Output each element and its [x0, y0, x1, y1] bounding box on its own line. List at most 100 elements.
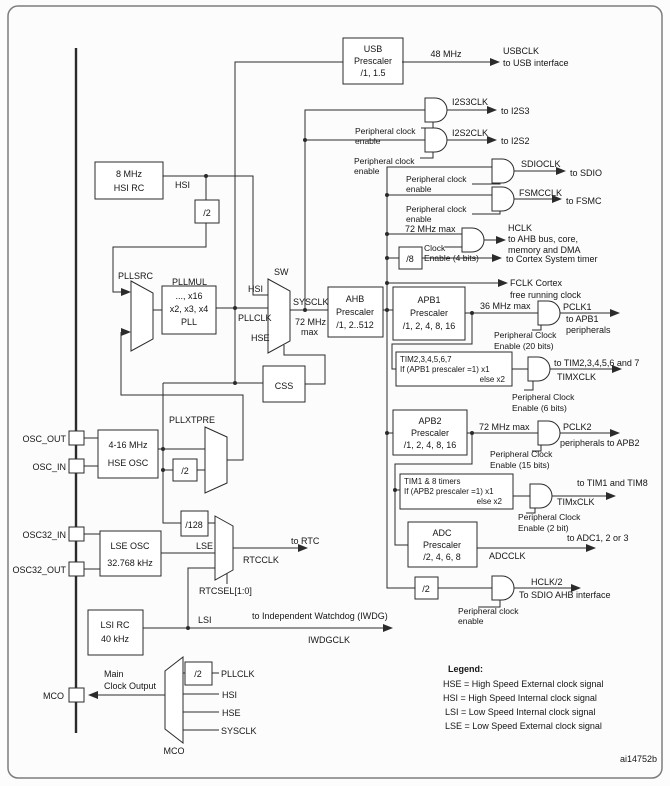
to-rtc-label: to RTC	[291, 536, 320, 546]
to-adc-label: to ADC1, 2 or 3	[567, 533, 629, 543]
legend-lsi: LSI = Low Speed Internal clock signal	[445, 707, 595, 717]
tim27-box-line3: else x2	[480, 375, 506, 384]
clock-enable-label2: Enable (4 bits)	[424, 253, 479, 263]
sdioclk-label: SDIOCLK	[521, 159, 561, 169]
apb1-box-line1: APB1	[417, 295, 440, 305]
adc-prescaler-box	[407, 521, 478, 568]
fclk-label1: FCLK Cortex	[510, 278, 563, 288]
sdio-gate	[491, 158, 515, 184]
rtcsel-mux	[214, 515, 234, 581]
ahb-box-line2: Prescaler	[336, 307, 374, 317]
pll-box-line1: ..., x16	[175, 291, 202, 301]
css-box-label: CSS	[275, 381, 294, 391]
clock-enable-label1: Clock	[424, 243, 446, 253]
to-sdio-label: to SDIO	[570, 168, 602, 178]
pllxtpre-mux	[204, 426, 228, 494]
apb2-box-line3: /1, 2, 4, 8, 16	[404, 440, 457, 450]
to-tim18-label: to TIM1 and TIM8	[577, 478, 648, 488]
lse-box-line1: LSE OSC	[110, 541, 150, 551]
i2s2-enable-label2: enable	[354, 166, 380, 176]
lsi-rc-box	[87, 609, 144, 656]
sdio-enable-label1: Peripheral clock	[406, 174, 467, 184]
sw-hsi-input-label: HSI	[248, 284, 263, 294]
pclk1-dest-label1: to APB1	[566, 314, 599, 324]
div128-box	[180, 510, 209, 537]
tim18-box-line1: TIM1 & 8 timers	[404, 477, 460, 486]
figure-id: ai14752b	[620, 754, 657, 764]
mco-mux-label: MCO	[164, 746, 185, 756]
pclk2-enable-label1: Peripheral Clock	[490, 449, 553, 459]
pllsrc-label: PLLSRC	[118, 271, 154, 281]
timx-apb2-gate	[529, 483, 553, 509]
sdio-div2-label: /2	[422, 584, 430, 594]
iwdgclk-label: IWDGCLK	[308, 635, 350, 645]
i2s3clk-label: I2S3CLK	[452, 97, 488, 107]
pllxtpre-label: PLLXTPRE	[169, 415, 215, 425]
pll-box-line2: x2, x3, x4	[170, 304, 209, 314]
timxclk-apb2-label: TIMxCLK	[557, 497, 595, 507]
mco-desc-label2: Clock Output	[104, 681, 157, 691]
i2s2-enable-label1: Peripheral clock	[354, 156, 415, 166]
usb-box-line3: /1, 1.5	[360, 68, 385, 78]
legend-lse: LSE = Low Speed External clock signal	[445, 721, 602, 731]
to-i2s2-label: to I2S2	[501, 136, 530, 146]
i2s3-enable-label1: Peripheral clock	[355, 126, 416, 136]
hse-box-line2: HSE OSC	[108, 458, 149, 468]
usbclk-label: USBCLK	[503, 46, 539, 56]
mco-sysclk-input-label: SYSCLK	[221, 726, 257, 736]
i2s2clk-label: I2S2CLK	[452, 128, 488, 138]
sdio-div2-box	[414, 576, 439, 600]
apb1-prescaler-box	[392, 286, 466, 341]
usb-prescaler-box	[342, 37, 404, 85]
wires-apb	[387, 312, 612, 589]
sw-hse-input-label: HSE	[251, 333, 270, 343]
div128-label: /128	[185, 520, 203, 530]
fsmcclk-label: FSMCCLK	[519, 188, 562, 198]
usb-box-line2: Prescaler	[354, 56, 392, 66]
fsmc-gate	[491, 186, 515, 212]
adc-box-line1: ADC	[432, 528, 452, 538]
apb2-prescaler-box	[392, 409, 468, 456]
adcclk-label: ADCCLK	[489, 551, 526, 561]
junction-dots	[161, 138, 474, 630]
hclk-gate	[461, 227, 485, 253]
sysclk-max-label2: max	[301, 327, 319, 337]
pllmul-label: PLLMUL	[172, 277, 207, 287]
hclk2-enable-label2: enable	[458, 616, 484, 626]
osc32-out-label: OSC32_OUT	[12, 565, 66, 575]
to-fsmc-label: to FSMC	[566, 196, 602, 206]
fclk-label2: free running clock	[510, 290, 582, 300]
osc-in-pin	[68, 458, 85, 474]
to-i2s3-label: to I2S3	[501, 106, 530, 116]
tim18-enable-label1: Peripheral Clock	[518, 512, 581, 522]
tim18-box-line3: else x2	[477, 497, 503, 506]
sysclk-label: SYSCLK	[293, 297, 329, 307]
div8-box-label: /8	[406, 254, 414, 264]
i2s3-enable-label2: enable	[355, 136, 381, 146]
osc-in-label: OSC_IN	[32, 462, 66, 472]
fsmc-enable-label1: Peripheral clock	[406, 204, 467, 214]
rtcclk-label: RTCCLK	[243, 555, 279, 565]
legend-title: Legend:	[448, 664, 483, 674]
hclk-max-label: 72 MHz max	[405, 224, 456, 234]
hse-div2-box	[172, 458, 198, 482]
sw-mux-label: SW	[274, 267, 289, 277]
osc32-in-label: OSC32_IN	[22, 530, 66, 540]
usb-freq-label: 48 MHz	[430, 49, 462, 59]
timx-apb1-gate	[527, 356, 551, 382]
hclk-dest-label1: to AHB bus, core,	[508, 234, 578, 244]
to-tim27-label: to TIM2,3,4,5,6 and 7	[554, 358, 639, 368]
tim18-box-line2: If (APB2 prescaler =1) x1	[404, 487, 494, 496]
apb2-box-line2: Prescaler	[411, 428, 449, 438]
to-iwdg-label: to Independent Watchdog (IWDG)	[252, 611, 388, 621]
pll-box-line3: PLL	[181, 317, 197, 327]
wires-clock-sources	[84, 61, 343, 570]
hse-osc-box	[97, 429, 159, 479]
tim27-box-line2: If (APB1 prescaler =1) x1	[400, 365, 490, 374]
apb1-box-line3: /1, 2, 4, 8, 16	[403, 321, 456, 331]
fsmc-enable-label2: enable	[406, 214, 432, 224]
hse-div2-label: /2	[181, 466, 189, 476]
i2s2-gate	[424, 127, 448, 153]
hclk2-gate	[491, 575, 515, 601]
legend-hsi: HSI = High Speed Internal clock signal	[443, 693, 597, 703]
